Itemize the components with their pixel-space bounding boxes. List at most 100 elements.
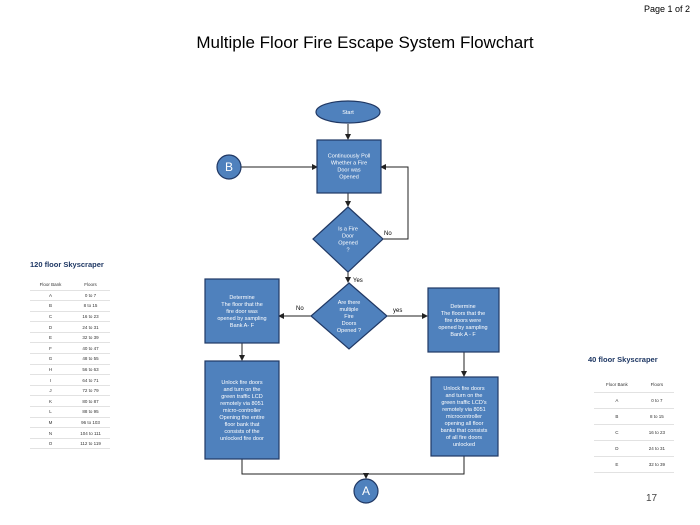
node-text-line: unlocked fire door xyxy=(220,436,264,442)
floor-bank-cell: I xyxy=(30,375,71,386)
table-row: O112 to 119 xyxy=(30,438,110,449)
node-text-line: Determine xyxy=(450,304,475,310)
floor-bank-cell: K xyxy=(30,396,71,407)
node-text-line: green traffic LCD's xyxy=(441,400,487,406)
node-text-line: Unlock fire doors xyxy=(443,386,485,392)
node-text-line: banks that consists xyxy=(441,428,488,434)
floors-cell: 8 to 15 xyxy=(71,301,110,312)
node-text-line: microcontroller xyxy=(446,414,482,420)
column-header: Floors xyxy=(71,280,110,290)
node-text-line: of all fire doors xyxy=(446,435,482,441)
multiple-doors-decision: Are theremultipleFireDoorsOpened ? xyxy=(311,283,387,349)
node-text-line: remotely via 8051 xyxy=(220,401,263,407)
edge-label-yes-2: yes xyxy=(393,308,402,314)
node-text-line: floor bank that xyxy=(225,422,260,428)
node-text-line: remotely via 8051 xyxy=(442,407,485,413)
floor-bank-cell: M xyxy=(30,417,71,428)
table-row: F40 to 47 xyxy=(30,343,110,354)
node-text-line: multiple xyxy=(340,307,359,313)
floors-cell: 112 to 119 xyxy=(71,438,110,449)
floor-bank-cell: L xyxy=(30,407,71,418)
floors-cell: 88 to 95 xyxy=(71,407,110,418)
node-text-line: Whether a Fire xyxy=(331,161,367,167)
floors-cell: 72 to 79 xyxy=(71,385,110,396)
node-text-line: fire door was xyxy=(226,309,258,315)
floor-bank-cell: J xyxy=(30,385,71,396)
floor-bank-cell: B xyxy=(30,301,71,312)
table-row: K80 to 87 xyxy=(30,396,110,407)
node-text-line: green traffic LCD xyxy=(221,394,263,400)
node-text-line: consists of the xyxy=(224,429,259,435)
table-row: A0 to 7 xyxy=(30,290,110,301)
table-row: N104 to 111 xyxy=(30,428,110,439)
edge-label-no-2: No xyxy=(296,306,304,312)
floors-cell: 96 to 103 xyxy=(71,417,110,428)
column-header: Floor Bank xyxy=(30,280,71,290)
node-text-line: opening all floor xyxy=(445,421,484,427)
floors-cell: 24 to 31 xyxy=(71,322,110,333)
floors-cell: 40 to 47 xyxy=(71,343,110,354)
node-text-line: Bank A - F xyxy=(450,332,476,338)
node-text-line: ? xyxy=(346,248,349,254)
edge-label-no-1: No xyxy=(384,231,392,237)
node-text-line: Start xyxy=(342,110,354,116)
floor-bank-cell: N xyxy=(30,428,71,439)
floor-bank-cell: D xyxy=(30,322,71,333)
table-40-title: 40 floor Skyscraper xyxy=(588,355,658,364)
floors-cell: 48 to 55 xyxy=(71,354,110,365)
unlock-single-bank-box: Unlock fire doorsand turn on thegreen tr… xyxy=(205,361,279,459)
table-row: A0 to 7 xyxy=(594,392,674,408)
table-row: H56 to 63 xyxy=(30,364,110,375)
node-text-line: The floors that the xyxy=(441,311,485,317)
unlock-left-text: Unlock fire doorsand turn on thegreen tr… xyxy=(219,380,264,442)
node-text-line: Opened ? xyxy=(337,328,361,334)
node-text-line: Opened xyxy=(339,175,359,181)
table-row: D24 to 31 xyxy=(594,440,674,456)
node-text-line: micro-controller xyxy=(223,408,261,414)
table-120-body: A0 to 7B8 to 15C16 to 23D24 to 31E32 to … xyxy=(30,290,110,449)
node-text-line: and turn on the xyxy=(223,387,260,393)
floor-bank-cell: A xyxy=(594,392,640,408)
table-40-floor: Floor Bank Floors A0 to 7B8 to 15C16 to … xyxy=(594,377,674,473)
floor-bank-cell: A xyxy=(30,290,71,301)
column-header: Floor Bank xyxy=(594,377,640,392)
fire-door-opened-decision: Is a FireDoorOpened? xyxy=(313,207,383,272)
node-text-line: opened by sampling xyxy=(438,325,487,331)
floors-cell: 24 to 31 xyxy=(640,440,674,456)
table-row: B8 to 15 xyxy=(30,301,110,312)
table-120-title: 120 floor Skyscraper xyxy=(30,260,104,269)
floor-bank-cell: O xyxy=(30,438,71,449)
floor-bank-cell: E xyxy=(594,456,640,472)
floors-cell: 32 to 39 xyxy=(640,456,674,472)
connector-a: A xyxy=(354,479,378,503)
table-row: E32 to 39 xyxy=(594,456,674,472)
floor-bank-cell: B xyxy=(594,408,640,424)
table-row: C16 to 23 xyxy=(594,424,674,440)
floor-bank-cell: G xyxy=(30,354,71,365)
node-text-line: Fire xyxy=(344,314,353,320)
node-text-line: opened by sampling xyxy=(217,316,266,322)
table-40-body: A0 to 7B8 to 15C16 to 23D24 to 31E32 to … xyxy=(594,392,674,472)
unlock-right-text: Unlock fire doorsand turn on thegreen tr… xyxy=(441,386,488,448)
floors-cell: 8 to 15 xyxy=(640,408,674,424)
node-text-line: Continuously Poll xyxy=(328,154,371,160)
node-text-line: Determine xyxy=(229,295,254,301)
floor-bank-cell: C xyxy=(594,424,640,440)
node-text-line: unlocked xyxy=(453,442,475,448)
floor-bank-cell: E xyxy=(30,332,71,343)
floors-cell: 64 to 71 xyxy=(71,375,110,386)
edge-unlock-right-to-a xyxy=(366,456,464,474)
floors-cell: 16 to 23 xyxy=(71,311,110,322)
floors-cell: 32 to 39 xyxy=(71,332,110,343)
node-text-line: Opened xyxy=(338,241,358,247)
floor-bank-cell: D xyxy=(594,440,640,456)
node-text-line: and turn on the xyxy=(445,393,482,399)
column-header: Floors xyxy=(640,377,674,392)
table-row: I64 to 71 xyxy=(30,375,110,386)
floor-bank-cell: C xyxy=(30,311,71,322)
floors-cell: 80 to 87 xyxy=(71,396,110,407)
node-text-line: Doors xyxy=(342,321,357,327)
table-row: J72 to 79 xyxy=(30,385,110,396)
table-row: M96 to 103 xyxy=(30,417,110,428)
node-text-line: Is a Fire xyxy=(338,227,358,233)
